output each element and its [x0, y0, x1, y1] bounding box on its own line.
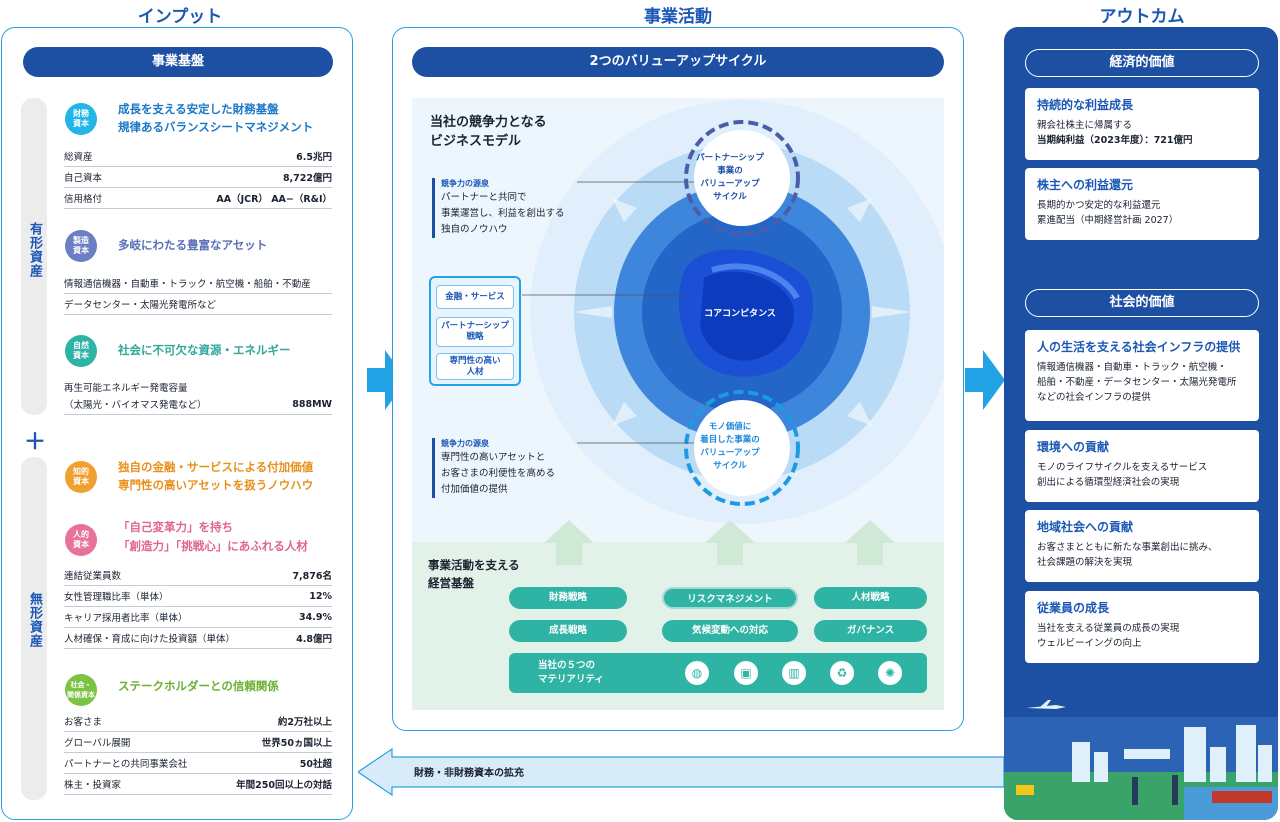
recycle-icon: ♻	[830, 661, 854, 685]
table-row: キャリア採用者比率（単体）34.9%	[64, 607, 332, 628]
cycle-diagram	[522, 100, 944, 524]
finance-service-box: 金融・サービス	[436, 285, 514, 309]
table-row: 情報通信機器・自動車・トラック・航空機・船舶・不動産	[64, 273, 332, 294]
foundation-title-1: 事業活動を支える	[428, 558, 520, 572]
business-column-title: 事業活動	[644, 7, 712, 27]
governance-button[interactable]: ガバナンス	[814, 620, 927, 642]
feedback-label: 財務・非財務資本の拡充	[414, 768, 524, 779]
building-icon: ▥	[782, 661, 806, 685]
intangible-tab	[21, 457, 47, 800]
tangible-assets-label: 有形資産	[27, 222, 42, 278]
intangible-assets-label: 無形資産	[27, 592, 42, 648]
manufactured-capital-badge: 製造 資本	[65, 230, 97, 262]
partnership-cycle-label: パートナーシップ事業のバリューアップサイクル	[696, 153, 764, 202]
core-competence-label: コアコンピタンス	[704, 309, 776, 319]
partnership-strategy-box: パートナーシップ 戦略	[436, 317, 514, 347]
economic-value-title: 経済的価値	[1025, 49, 1259, 77]
source-text-1-line-3: 独自のノウハウ	[441, 224, 508, 235]
globe-icon: ◍	[685, 661, 709, 685]
input-to-business-arrow	[367, 350, 407, 410]
table-row: グローバル展開世界50ヵ国以上	[64, 732, 332, 753]
source-marker	[432, 178, 435, 238]
input-panel	[1, 27, 353, 820]
social-value-title: 社会的価値	[1025, 289, 1259, 317]
table-row: 株主・投資家年間250回以上の対話	[64, 774, 332, 795]
outcome-card: 環境への貢献 モノのライフサイクルを支えるサービス 創出による循環型経済社会の実…	[1025, 430, 1259, 502]
outcome-card: 持続的な利益成長 親会社株主に帰属する 当期純利益（2023年度）：721億円	[1025, 88, 1259, 160]
source-text-1-line-1: パートナーと共同で	[441, 192, 527, 203]
people-icon: ✺	[878, 661, 902, 685]
chip-icon: ▣	[734, 661, 758, 685]
table-row: 人材確保・育成に向けた投資額（単体）4.8億円	[64, 628, 332, 649]
growth-strategy-button[interactable]: 成長戦略	[509, 620, 627, 642]
input-column-title: インプット	[137, 7, 223, 27]
value-up-cycles-header: 2つのバリューアップサイクル	[412, 47, 944, 77]
climate-response-button[interactable]: 気候変動への対応	[662, 620, 798, 642]
airplane-icon	[1026, 700, 1066, 709]
outcome-card: 株主への利益還元 長期的かつ安定的な利益還元 累進配当（中期経営計画 2027）	[1025, 168, 1259, 240]
foundation-up-arrows	[544, 520, 895, 565]
source-text-2-line-2: お客さまの利便性を高める	[441, 468, 556, 479]
plus-sign: ＋	[24, 430, 47, 455]
intellectual-title-1: 独自の金融・サービスによる付加価値	[118, 460, 314, 474]
manufactured-title: 多岐にわたる豊富なアセット	[118, 238, 268, 252]
specialist-talent-box: 専門性の高い 人材	[436, 353, 514, 380]
table-row: データセンター・太陽光発電所など	[64, 294, 332, 315]
business-to-outcome-arrow	[965, 350, 1005, 410]
outcome-card: 従業員の成長 当社を支える従業員の成長の実現 ウェルビーイングの向上	[1025, 591, 1259, 663]
outcome-card: 地域社会への貢献 お客さまとともに新たな事業創出に挑み、 社会課題の解決を実現	[1025, 510, 1259, 582]
natural-capital-badge: 自然 資本	[65, 335, 97, 367]
table-row: 女性管理職比率（単体）12%	[64, 586, 332, 607]
business-foundation-header: 事業基盤	[23, 47, 333, 77]
table-row: お客さま約2万社以上	[64, 711, 332, 732]
source-text-2-line-3: 付加価値の提供	[441, 484, 508, 495]
financial-capital-badge: 財務 資本	[65, 103, 97, 135]
risk-management-button[interactable]: リスクマネジメント	[662, 587, 798, 609]
source-text-1-line-2: 事業運営し、利益を創出する	[441, 208, 565, 219]
outcome-column-title: アウトカム	[1099, 7, 1185, 27]
model-title-1: 当社の競争力となる	[430, 115, 547, 130]
financial-title-2: 規律あるバランスシートマネジメント	[118, 120, 314, 134]
city-illustration	[1004, 717, 1278, 820]
natural-title: 社会に不可欠な資源・エネルギー	[118, 343, 291, 357]
source-label-1: 競争力の源泉	[441, 179, 489, 188]
human-title-1: 「自己変革力」を持ち	[118, 520, 233, 534]
hr-strategy-button[interactable]: 人材戦略	[814, 587, 927, 609]
asset-value-cycle-label: モノ価値に着目した事業のバリューアップサイクル	[700, 422, 760, 471]
tangible-tab	[21, 98, 47, 415]
table-row: （太陽光・バイオマス発電など）888MW	[64, 394, 332, 415]
human-title-2: 「創造力」「挑戦心」にあふれる人材	[118, 539, 308, 553]
materiality-label: 当社の５つの マテリアリティ	[538, 660, 604, 685]
source-label-2: 競争力の源泉	[441, 439, 489, 448]
feedback-arrow	[358, 747, 1004, 797]
materiality-bar[interactable]	[509, 653, 927, 693]
source-text-2-line-1: 専門性の高いアセットと	[441, 452, 546, 463]
source-marker	[432, 438, 435, 498]
social-capital-badge: 社会・ 関係資本	[65, 674, 97, 706]
intellectual-title-2: 専門性の高いアセットを扱うノウハウ	[118, 478, 314, 492]
financial-strategy-button[interactable]: 財務戦略	[509, 587, 627, 609]
natural-line-1: 再生可能エネルギー発電容量	[64, 383, 188, 394]
intellectual-capital-badge: 知的 資本	[65, 461, 97, 493]
foundation-title-2: 経営基盤	[428, 576, 474, 590]
financial-title-1: 成長を支える安定した財務基盤	[118, 102, 279, 116]
social-title: ステークホルダーとの信頼関係	[118, 679, 279, 693]
model-title-2: ビジネスモデル	[430, 134, 522, 149]
human-capital-badge: 人的 資本	[65, 524, 97, 556]
outcome-card: 人の生活を支える社会インフラの提供 情報通信機器・自動車・トラック・航空機・ 船…	[1025, 330, 1259, 421]
